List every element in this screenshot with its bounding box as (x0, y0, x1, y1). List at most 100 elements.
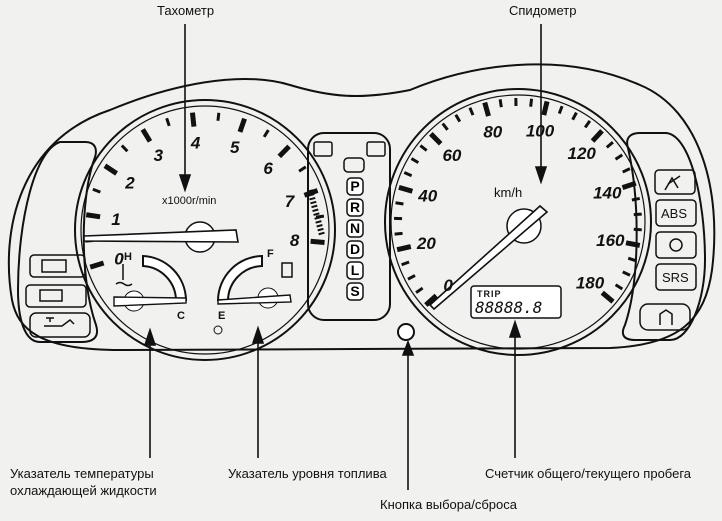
tachometer-tick (237, 117, 247, 133)
speedometer-unit: km/h (494, 185, 523, 200)
fuel-gauge-scale (216, 254, 263, 301)
tachometer-tick (216, 112, 221, 121)
right-warning-panel (621, 132, 707, 341)
tachometer-tick (92, 187, 101, 194)
srs-warning: SRS (662, 270, 689, 285)
gear-indicator-N: N (350, 220, 360, 236)
speedometer-label: 140 (593, 184, 622, 203)
seatbelt-icon (664, 175, 681, 191)
speedometer-label: 80 (483, 122, 502, 141)
speedometer-tick (621, 180, 637, 190)
speedometer-tick (401, 260, 410, 267)
tachometer-tick (120, 144, 129, 153)
tachometer-label: 2 (124, 173, 135, 192)
speedometer-tick (622, 270, 631, 277)
tachometer-tick (89, 260, 105, 270)
temp-hot-label: H (124, 251, 132, 263)
speedometer-tick (482, 101, 491, 117)
tachometer-label: 3 (154, 146, 164, 165)
gear-box-N (346, 219, 364, 238)
odometer-mode: TRIP (477, 289, 502, 299)
speedometer-tick (627, 256, 637, 263)
speedometer-tick (395, 201, 404, 206)
tachometer-label: 4 (190, 133, 201, 152)
callout-tachometer: Тахометр (157, 3, 215, 18)
left-warning-panel (16, 141, 98, 343)
speedometer-tick (605, 141, 614, 149)
redline-zone (307, 189, 325, 236)
gear-indicator-P: P (350, 178, 359, 194)
speedometer-label: 120 (568, 144, 597, 163)
door-open-icon (659, 309, 673, 325)
speedometer-tick (419, 144, 428, 152)
fuel-full-label: F (267, 248, 274, 260)
speedometer-tick (441, 122, 449, 131)
callout-select-reset: Кнопка выбора/сброса (380, 497, 517, 512)
speedometer-tick (600, 290, 615, 304)
gear-box-S (346, 282, 364, 301)
speedometer-tick (529, 98, 534, 107)
speedometer-label: 160 (596, 231, 625, 250)
speedometer-tick (622, 167, 631, 174)
speedometer-tick (429, 132, 443, 146)
speedometer-label: 40 (417, 187, 437, 206)
gear-box-P (346, 177, 364, 196)
speedometer-tick (498, 99, 503, 108)
tachometer-label: 8 (290, 231, 300, 250)
tachometer-tick (310, 238, 325, 245)
speedometer-label: 60 (442, 146, 461, 165)
tachometer-tick (140, 128, 153, 143)
callout-speedometer: Спидометр (509, 3, 577, 18)
speedometer-tick (625, 240, 641, 248)
speedometer-tick (614, 283, 624, 291)
speedometer-tick (557, 105, 564, 115)
speedometer-tick (590, 129, 604, 143)
tachometer-tick (277, 144, 291, 159)
speedometer-tick (454, 113, 462, 123)
tachometer-label: 0 (114, 249, 124, 268)
tachometer-label: 6 (263, 159, 273, 178)
tachometer-tick (103, 163, 118, 176)
fuel-gauge-needle (217, 294, 292, 305)
coolant-icon (115, 264, 133, 287)
gear-indicator-R: R (350, 199, 360, 215)
tachometer-bezel (74, 99, 336, 361)
speedometer-tick (415, 286, 424, 294)
select-reset-button[interactable] (397, 323, 415, 341)
tachometer-tick (262, 129, 270, 138)
speedometer-tick (424, 293, 438, 307)
odometer-display (470, 285, 562, 319)
speedometer-tick (403, 171, 413, 178)
oil-pressure-icon (44, 317, 75, 327)
speedometer-tick (583, 120, 592, 129)
speedometer-label: 0 (443, 276, 453, 295)
speedometer-tick (633, 227, 642, 232)
gear-indicator-L: L (351, 262, 360, 278)
cluster-housing (7, 63, 716, 352)
tachometer-tick (85, 212, 101, 220)
gear-indicator-D: D (350, 241, 360, 257)
speedometer-label: 20 (416, 234, 436, 253)
temp-gauge-needle (113, 296, 187, 307)
tachometer-tick (165, 117, 171, 127)
speedometer-tick (394, 231, 403, 236)
tachometer-tick (298, 165, 307, 173)
center-indicator-panel (307, 132, 391, 321)
speedometer-needle (428, 204, 549, 311)
speedometer-tick (633, 212, 642, 217)
turn-right-icon (366, 141, 386, 157)
gear-box-R (346, 198, 364, 217)
tachometer-label: 1 (111, 210, 120, 229)
tachometer-label: 7 (285, 192, 296, 211)
speedometer-tick (541, 100, 550, 116)
tachometer-needle (83, 229, 239, 243)
callout-fuel-gauge: Указатель уровня топлива (228, 466, 387, 481)
tachometer-tick (189, 112, 197, 127)
fuel-empty-label: E (218, 310, 226, 322)
speedometer-tick (468, 107, 475, 116)
speedometer-tick (571, 111, 578, 121)
check-engine-icon (41, 259, 67, 273)
speedometer-label: 180 (576, 273, 605, 292)
speedometer-tick (398, 184, 414, 194)
